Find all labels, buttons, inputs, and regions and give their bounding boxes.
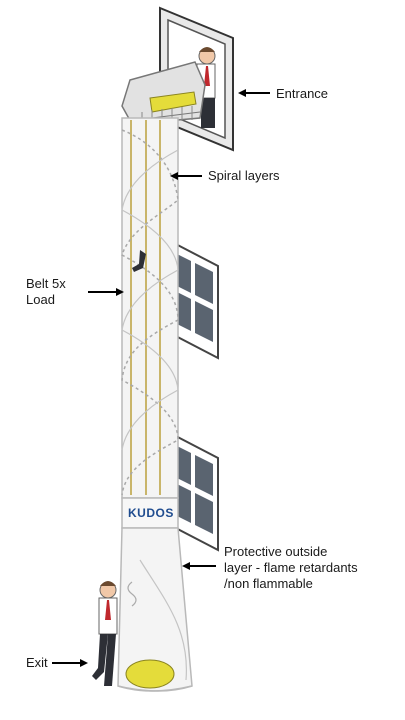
belt-load-label: Belt 5x Load bbox=[26, 276, 66, 307]
person-exiting-icon bbox=[92, 581, 118, 686]
chute-bottom-flare bbox=[117, 527, 193, 692]
person-sliding-icon bbox=[132, 250, 146, 272]
building-window bbox=[167, 238, 219, 360]
escape-chute-tube bbox=[121, 117, 179, 499]
annotation-arrows bbox=[52, 89, 270, 667]
kudos-logo-text: KUDOS bbox=[128, 506, 174, 520]
spiral-layers-label: Spiral layers bbox=[208, 168, 280, 183]
entrance-label: Entrance bbox=[276, 86, 329, 101]
entry-hopper bbox=[121, 61, 206, 126]
protective-layer-label: Protective outside layer - flame retarda… bbox=[224, 544, 358, 591]
exit-label: Exit bbox=[26, 655, 48, 670]
